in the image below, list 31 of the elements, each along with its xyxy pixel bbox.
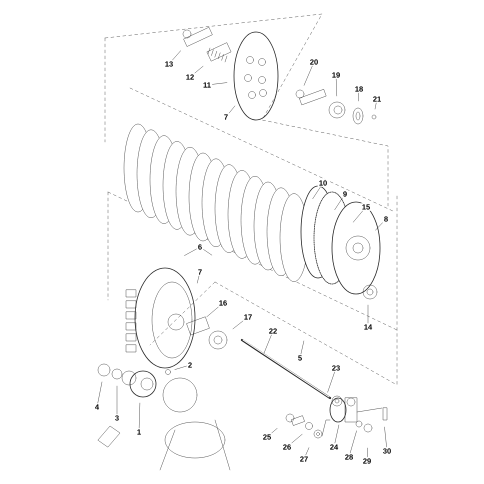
leader-line	[358, 92, 359, 102]
leader-line	[353, 210, 363, 222]
leader-line	[184, 248, 197, 256]
leader-line	[272, 428, 278, 434]
leader-line	[306, 447, 310, 456]
leader-line	[232, 320, 244, 330]
leader-line	[327, 372, 335, 392]
leader-line	[194, 66, 204, 74]
leader-line	[336, 78, 337, 96]
leader-line	[350, 430, 357, 454]
leader-line	[174, 366, 187, 370]
leader-line	[300, 340, 304, 354]
leader-line	[212, 82, 228, 85]
leader-line	[375, 222, 383, 230]
leader-line	[367, 448, 368, 458]
leader-line	[304, 66, 312, 86]
leader-line	[116, 386, 118, 414]
leader-line	[197, 276, 200, 284]
leader-line	[384, 426, 387, 448]
leader-line	[228, 106, 236, 114]
leader-line	[138, 402, 140, 428]
leader-line	[203, 249, 212, 256]
leader-line	[312, 186, 321, 199]
leader-line	[98, 382, 102, 404]
leader-line	[264, 334, 272, 354]
leader-line	[172, 50, 181, 60]
leader-line	[206, 306, 218, 317]
leader-line	[374, 102, 376, 110]
leader-line	[334, 424, 340, 444]
leader-line	[334, 198, 343, 210]
leader-line	[292, 434, 302, 444]
